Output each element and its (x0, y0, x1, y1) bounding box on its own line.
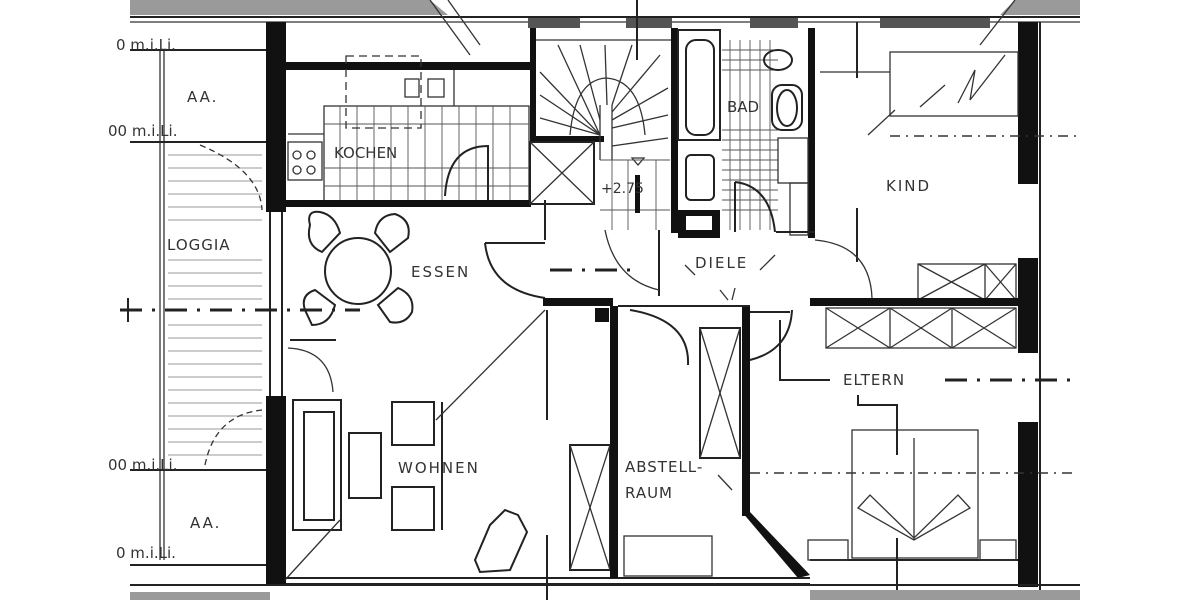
wardrobe-eltern (825, 307, 1017, 349)
room-label-abstell: ABSTELL- (625, 458, 703, 476)
stair-level-note: +2.75 (601, 181, 644, 197)
height-note-bottom-1: 00 m.i.Li. (108, 456, 177, 474)
living-area (284, 306, 618, 600)
room-label-wohnen: WOHNEN (398, 459, 480, 477)
room-label-eltern: ELTERN (843, 371, 905, 389)
room-label-diele: DIELE (695, 254, 748, 272)
room-label-bad: BAD (727, 98, 759, 116)
eltern-bed (750, 320, 1080, 600)
storage-room (595, 305, 810, 578)
room-label-kind: KIND (886, 177, 931, 195)
kitchen (286, 55, 531, 207)
room-label-aa-top: AA. (187, 88, 218, 106)
window-lintels-top (528, 18, 990, 28)
kind-room (810, 22, 1078, 306)
room-label-raum: RAUM (625, 484, 673, 502)
room-label-loggia: LOGGIA (167, 236, 231, 254)
height-note-bottom-2: 0 m.i.Li. (116, 544, 176, 562)
hallway-diele (604, 229, 776, 301)
bathroom (677, 28, 815, 238)
height-note-top-1: 0 m.i.Li. (116, 36, 176, 54)
staircase (529, 0, 678, 233)
dining-area (287, 200, 640, 393)
roof-edge-bottom (130, 584, 1080, 600)
room-label-essen: ESSEN (411, 263, 470, 281)
room-label-aa-bottom: AA. (190, 514, 221, 532)
loggia (120, 49, 360, 566)
room-label-kochen: KOCHEN (334, 144, 397, 162)
height-note-top-2: 00 m.i.Li. (108, 122, 177, 140)
